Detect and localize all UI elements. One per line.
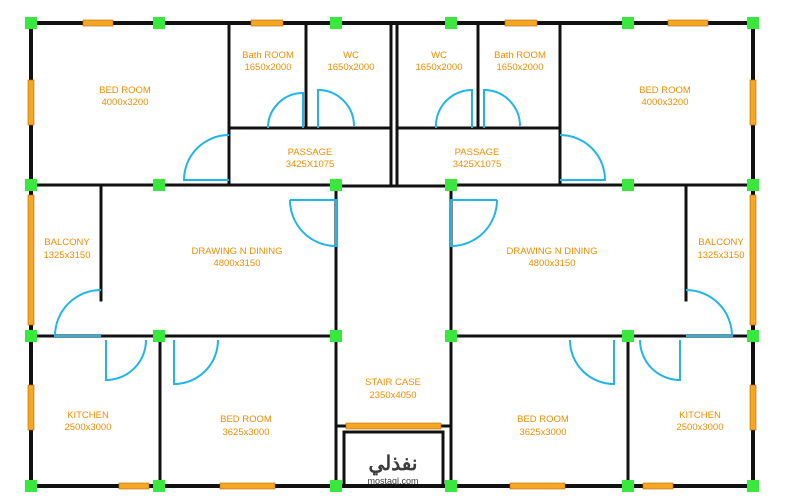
door-bed-bl: [173, 339, 219, 386]
room-size-bath-l: 1650x2000: [244, 62, 291, 73]
column: [25, 179, 37, 191]
column: [622, 17, 634, 29]
windows: [27, 19, 757, 490]
columns: [25, 17, 759, 492]
room-label-bed-br: BED ROOM: [517, 414, 569, 425]
room-size-balcony-r: 1325x3150: [697, 250, 744, 261]
watermark: نفذلي mostaql.com: [367, 453, 418, 486]
window: [749, 79, 757, 126]
door-drawing-l: [289, 199, 337, 248]
window: [509, 482, 566, 490]
column: [153, 17, 165, 29]
column: [25, 17, 37, 29]
window: [27, 194, 35, 326]
column: [747, 17, 759, 29]
door-kitchen-r: [639, 339, 681, 382]
room-size-kitchen-r: 2500x3000: [676, 422, 723, 433]
room-label-bath-r: Bath ROOM: [494, 50, 546, 61]
column: [445, 330, 457, 342]
door-kitchen-l: [105, 339, 147, 382]
room-size-stair: 2350x4050: [369, 390, 416, 401]
room-label-bed-bl: BED ROOM: [220, 414, 272, 425]
window: [27, 384, 35, 431]
column: [153, 330, 165, 342]
room-label-passage-r: PASSAGE: [455, 147, 500, 158]
room-size-wc-l: 1650x2000: [327, 62, 374, 73]
column: [622, 179, 634, 191]
door-bed-br: [569, 339, 615, 386]
column: [25, 330, 37, 342]
window: [504, 19, 538, 27]
room-label-wc-r: WC: [431, 50, 447, 61]
room-label-passage-l: PASSAGE: [288, 147, 333, 158]
door-drawing-r: [450, 199, 498, 248]
stair-well: [342, 430, 445, 488]
room-size-drawing-l: 4800x3150: [213, 258, 260, 269]
column: [622, 330, 634, 342]
room-label-bed-tr: BED ROOM: [639, 85, 691, 96]
window: [749, 194, 757, 326]
column: [445, 179, 457, 191]
room-size-bed-tr: 4000x3200: [641, 97, 688, 108]
room-size-bath-r: 1650x2000: [496, 62, 543, 73]
stair-outline: [334, 184, 453, 488]
room-size-passage-l: 3425X1075: [286, 159, 335, 170]
door-wc-r: [434, 88, 473, 129]
room-size-wc-r: 1650x2000: [415, 62, 462, 73]
column: [330, 480, 342, 492]
door-bed-tl: [182, 134, 230, 181]
room-size-balcony-l: 1325x3150: [43, 250, 90, 261]
room-label-wc-l: WC: [343, 50, 359, 61]
window: [82, 19, 114, 27]
room-size-bed-tl: 4000x3200: [101, 97, 148, 108]
door-bath-r: [483, 88, 521, 128]
door-bath-l: [267, 91, 304, 129]
watermark-url: mostaql.com: [367, 476, 418, 486]
column: [622, 480, 634, 492]
room-size-bed-bl: 3625x3000: [222, 427, 269, 438]
room-label-kitchen-r: KITCHEN: [679, 410, 721, 421]
column: [330, 179, 342, 191]
window: [219, 482, 276, 490]
window: [642, 482, 674, 490]
window: [667, 19, 709, 27]
door-balcony-l: [53, 289, 102, 337]
room-label-balcony-r: BALCONY: [698, 237, 744, 248]
column: [330, 330, 342, 342]
room-label-bath-l: Bath ROOM: [242, 50, 294, 61]
room-label-drawing-r: DRAWING N DINING: [507, 246, 598, 257]
window: [27, 79, 35, 126]
window: [118, 482, 150, 490]
column: [445, 17, 457, 29]
room-label-balcony-l: BALCONY: [44, 237, 90, 248]
doors: [53, 88, 734, 386]
door-balcony-r: [685, 289, 734, 337]
room-label-kitchen-l: KITCHEN: [67, 410, 109, 421]
room-size-kitchen-l: 2500x3000: [64, 422, 111, 433]
column: [747, 480, 759, 492]
watermark-logo: نفذلي: [369, 453, 418, 476]
door-bed-tr: [559, 134, 607, 181]
window: [250, 19, 284, 27]
column: [747, 179, 759, 191]
room-size-bed-br: 3625x3000: [519, 427, 566, 438]
room-labels: BED ROOM 4000x3200 Bath ROOM 1650x2000 W…: [43, 50, 744, 438]
column: [25, 480, 37, 492]
column: [153, 480, 165, 492]
door-wc-l: [317, 88, 355, 128]
column: [153, 179, 165, 191]
room-label-drawing-l: DRAWING N DINING: [192, 246, 283, 257]
column: [747, 330, 759, 342]
room-label-bed-tl: BED ROOM: [99, 85, 151, 96]
window-stair: [345, 422, 442, 430]
column: [445, 480, 457, 492]
room-label-stair: STAIR CASE: [365, 377, 421, 388]
room-size-drawing-r: 4800x3150: [528, 258, 575, 269]
column: [330, 17, 342, 29]
window: [749, 384, 757, 431]
room-size-passage-r: 3425X1075: [453, 159, 502, 170]
